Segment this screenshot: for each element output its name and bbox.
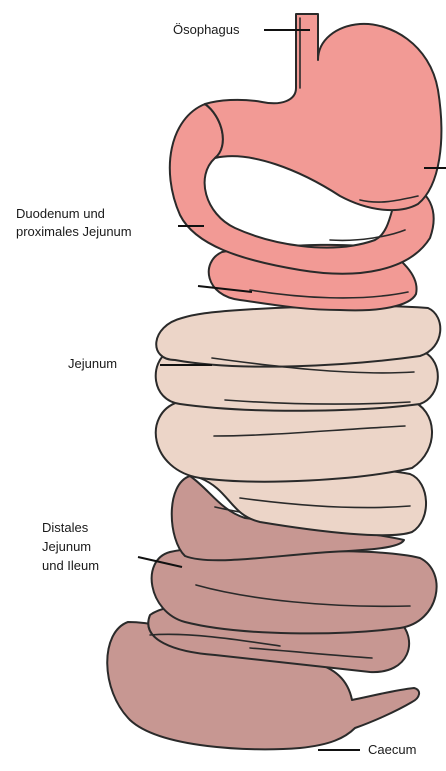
label-distal-line2: Jejunum (42, 539, 91, 555)
label-esophagus: Ösophagus (173, 22, 240, 38)
upper-gi-region (170, 14, 442, 310)
stomach (205, 14, 441, 210)
label-caecum: Caecum (368, 742, 416, 758)
jejunum-loop-1 (156, 306, 440, 367)
ileum-loop-middle (152, 549, 437, 634)
label-duodenum-line2: proximales Jejunum (16, 224, 132, 240)
label-distal-line1: Distales (42, 520, 88, 536)
label-duodenum-line1: Duodenum und (16, 206, 105, 222)
label-distal-line3: und Ileum (42, 558, 99, 574)
label-jejunum: Jejunum (68, 356, 117, 372)
